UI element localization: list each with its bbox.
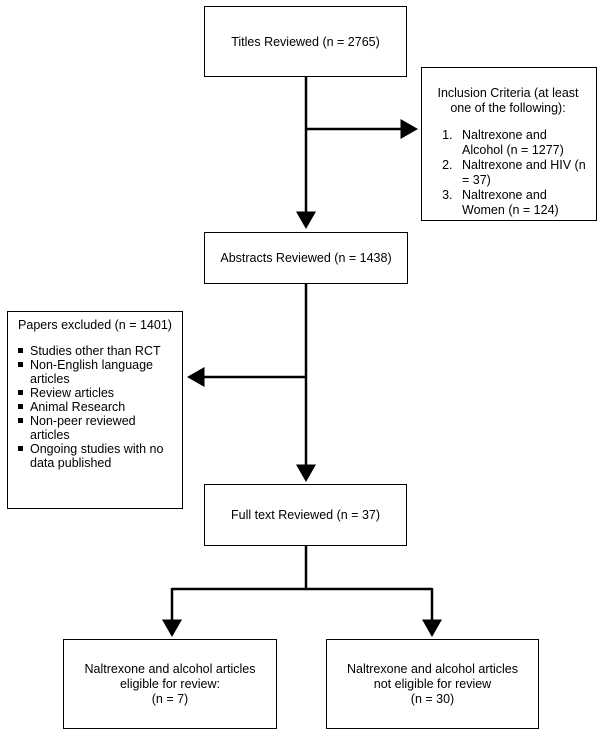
not-eligible-line-2: not eligible for review (373, 676, 492, 691)
titles-reviewed-text: Titles Reviewed (n = 2765) (231, 34, 380, 49)
inclusion-criteria-box: Inclusion Criteria (at least one of the … (421, 67, 597, 221)
not-eligible-line-1: Naltrexone and alcohol articles (347, 661, 518, 676)
excluded-item: Ongoing studies with no data published (18, 442, 174, 470)
not-eligible-box: Naltrexone and alcohol articles not elig… (326, 639, 539, 729)
inclusion-criteria-title: Inclusion Criteria (at least one of the … (437, 86, 579, 115)
eligible-count: (n = 7) (151, 691, 189, 706)
eligible-box: Naltrexone and alcohol articles eligible… (63, 639, 277, 729)
inclusion-criteria-list: Naltrexone and Alcohol (n = 1277) Naltre… (428, 128, 588, 218)
excluded-item: Studies other than RCT (18, 344, 174, 358)
fulltext-reviewed-box: Full text Reviewed (n = 37) (204, 484, 407, 546)
abstracts-reviewed-text: Abstracts Reviewed (n = 1438) (220, 251, 392, 265)
eligible-line-2: eligible for review: (119, 676, 221, 691)
titles-reviewed-box: Titles Reviewed (n = 2765) (204, 6, 407, 77)
papers-excluded-box: Papers excluded (n = 1401) Studies other… (7, 311, 183, 509)
excluded-item: Non-peer reviewed articles (18, 414, 174, 442)
not-eligible-count: (n = 30) (410, 691, 455, 706)
excluded-item: Review articles (18, 386, 174, 400)
excluded-item: Non-English language articles (18, 358, 174, 386)
eligible-line-1: Naltrexone and alcohol articles (84, 661, 256, 676)
inclusion-item: Naltrexone and Women (n = 124) (456, 188, 588, 218)
inclusion-item: Naltrexone and HIV (n = 37) (456, 158, 588, 188)
excluded-item: Animal Research (18, 400, 174, 414)
papers-excluded-title: Papers excluded (n = 1401) (18, 318, 172, 332)
fulltext-reviewed-text: Full text Reviewed (n = 37) (230, 508, 381, 522)
inclusion-item: Naltrexone and Alcohol (n = 1277) (456, 128, 588, 158)
abstracts-reviewed-box: Abstracts Reviewed (n = 1438) (204, 232, 408, 284)
papers-excluded-list: Studies other than RCT Non-English langu… (16, 344, 174, 470)
